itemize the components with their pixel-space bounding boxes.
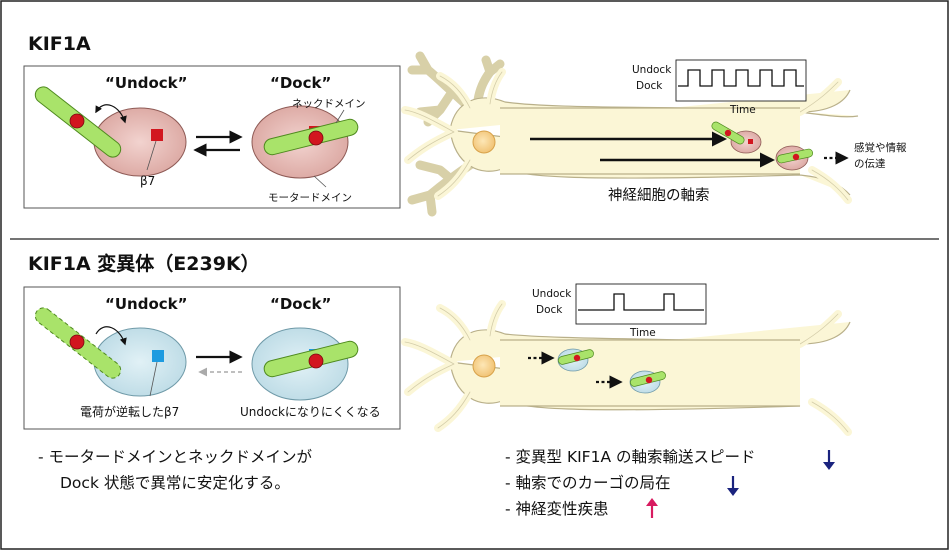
bottom-trace-frame bbox=[575, 283, 707, 325]
top-trace-dock: Dock bbox=[636, 80, 663, 92]
bottom-trace-line bbox=[578, 293, 704, 311]
bottom-beta7-caption: 電荷が逆転したβ7 bbox=[80, 404, 179, 419]
top-undock-red-dot bbox=[69, 113, 85, 129]
top-title: KIF1A bbox=[28, 33, 91, 55]
top-trace-undock: Undock bbox=[632, 64, 672, 76]
top-undock-label: “Undock” bbox=[105, 74, 188, 92]
top-undock-beta7 bbox=[151, 129, 163, 141]
top-beta7-pointer bbox=[146, 140, 157, 171]
top-trace-time: Time bbox=[729, 104, 756, 116]
bottom-soma bbox=[472, 354, 496, 378]
bottom-note-line2: Dock 状態で異常に安定化する。 bbox=[60, 474, 290, 492]
arrow-down-icon-1 bbox=[823, 450, 835, 470]
top-dock-label: “Dock” bbox=[270, 74, 331, 92]
bottom-trace-dock: Dock bbox=[536, 304, 563, 316]
top-trace-line bbox=[678, 69, 804, 87]
arrow-up-icon bbox=[646, 498, 658, 518]
top-soma bbox=[472, 130, 496, 154]
top-signal-line1: 感覚や情報 bbox=[854, 141, 907, 154]
bottom-axon-motor-2 bbox=[629, 370, 666, 394]
bottom-axon-motor-1 bbox=[557, 348, 594, 372]
top-axon-motor-2 bbox=[775, 145, 814, 171]
bottom-undock-label: “Undock” bbox=[105, 295, 188, 313]
bottom-undock-red-dot bbox=[69, 334, 85, 350]
bottom-title: KIF1A 変異体（E239K） bbox=[28, 252, 260, 275]
bottom-bullet-1: - 変異型 KIF1A の軸索輸送スピード bbox=[505, 448, 756, 466]
bottom-trace-time: Time bbox=[629, 327, 656, 339]
bottom-undock-beta7 bbox=[152, 350, 164, 362]
bottom-neuron bbox=[401, 300, 852, 436]
top-axon-motor-1 bbox=[711, 121, 762, 154]
top-motor-label: モータードメイン bbox=[268, 192, 352, 204]
top-neck-label: ネックドメイン bbox=[292, 98, 366, 110]
bottom-trace-undock: Undock bbox=[532, 288, 572, 300]
top-trace-frame bbox=[675, 59, 807, 102]
bottom-beta7-pointer bbox=[149, 361, 158, 397]
bottom-dock-label: “Dock” bbox=[270, 295, 331, 313]
bottom-dock-red-dot bbox=[308, 353, 324, 369]
bottom-undock-curve-arrow bbox=[95, 326, 127, 346]
top-beta7-label: β7 bbox=[140, 174, 155, 188]
bottom-undock-caption: Undockになりにくくなる bbox=[240, 405, 381, 419]
bottom-note-line1: - モータードメインとネックドメインが bbox=[38, 448, 313, 466]
bottom-bullet-3: - 神経変性疾患 bbox=[505, 500, 609, 518]
bottom-bullet-2: - 軸索でのカーゴの局在 bbox=[505, 473, 671, 492]
top-dock-red-dot bbox=[308, 130, 324, 146]
top-motor-pointer bbox=[313, 175, 327, 188]
arrow-down-icon-2 bbox=[727, 476, 739, 496]
top-undock-curve-arrow bbox=[95, 104, 127, 124]
top-axon-caption: 神経細胞の軸索 bbox=[608, 187, 710, 204]
top-neck-pointer bbox=[335, 109, 345, 124]
top-signal-line2: の伝達 bbox=[854, 158, 886, 170]
